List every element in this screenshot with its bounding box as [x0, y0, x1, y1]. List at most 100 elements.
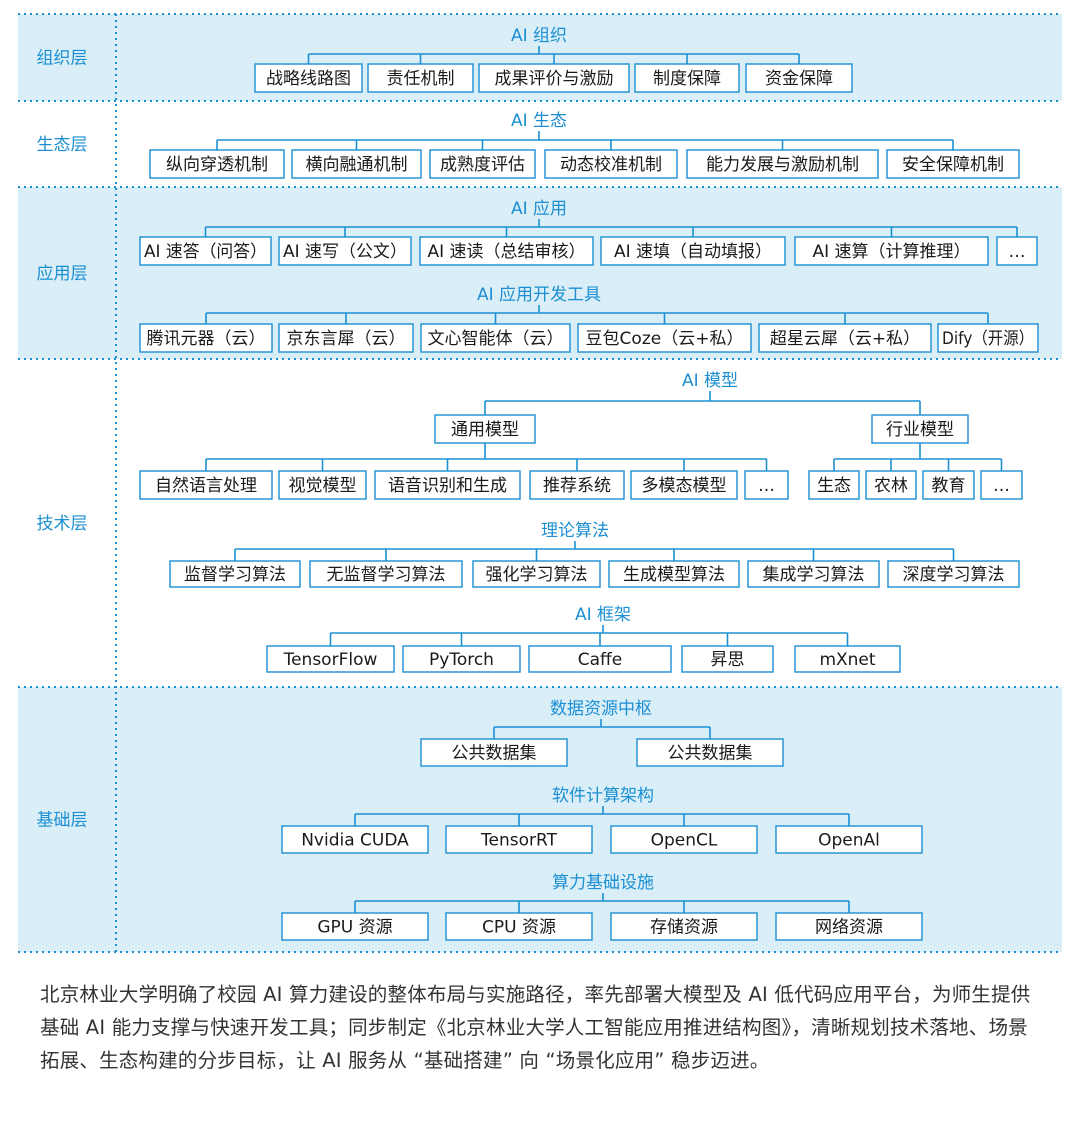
node-box — [434, 414, 536, 444]
node-label: AI 速读（总结审核） — [427, 242, 585, 262]
node-label: 纵向穿透机制 — [166, 155, 268, 175]
node-label: TensorRT — [480, 831, 558, 851]
node-box — [871, 414, 969, 444]
layer-structure-diagram: 战略线路图责任机制成果评价与激励制度保障资金保障纵向穿透机制横向融通机制成熟度评… — [18, 13, 1062, 953]
node-label: Dify（开源） — [942, 329, 1034, 349]
node-label: … — [1009, 242, 1026, 262]
node-label: AI 速答（问答） — [144, 242, 267, 262]
layer-label-org: 组织层 — [37, 49, 88, 69]
node-label: 超星云犀（云+私） — [770, 329, 920, 349]
node-label: 横向融通机制 — [306, 155, 408, 175]
node-label: 公共数据集 — [452, 744, 537, 764]
node-box — [139, 470, 273, 500]
group-title-g_hw: 算力基础设施 — [552, 873, 654, 893]
node-box — [278, 323, 414, 353]
node-box — [608, 560, 740, 588]
node-label: … — [993, 476, 1010, 496]
node-box — [794, 645, 901, 673]
node-box — [478, 63, 630, 93]
node-box — [922, 470, 975, 500]
node-label: 京东言犀（云） — [287, 329, 406, 349]
node-label: AI 速写（公文） — [283, 242, 407, 262]
node-label: 无监督学习算法 — [327, 565, 446, 585]
node-box — [775, 825, 923, 854]
node-label: 腾讯元器（云） — [147, 329, 266, 349]
node-box — [420, 323, 571, 353]
node-box — [610, 912, 758, 941]
node-label: OpenCL — [651, 831, 718, 851]
layer-label-base: 基础层 — [37, 811, 88, 831]
node-box — [775, 912, 923, 941]
node-label: AI 速算（计算推理） — [812, 242, 970, 262]
node-label: 深度学习算法 — [903, 565, 1005, 585]
node-box — [634, 63, 740, 93]
node-box — [139, 323, 273, 353]
node-box — [266, 645, 395, 673]
node-label: PyTorch — [429, 650, 494, 670]
node-box — [528, 645, 672, 673]
node-label: GPU 资源 — [317, 918, 392, 938]
group-title-g_app: AI 应用 — [511, 199, 567, 219]
group-title-g_org: AI 组织 — [511, 26, 567, 46]
node-box — [865, 470, 917, 500]
node-box — [374, 470, 521, 500]
node-label: mXnet — [819, 650, 875, 670]
node-box — [254, 63, 363, 93]
node-label: TensorFlow — [283, 650, 378, 670]
node-label: Caffe — [578, 650, 622, 670]
node-label: 语音识别和生成 — [388, 476, 507, 496]
node-label: AI 速填（自动填报） — [614, 242, 772, 262]
node-box — [529, 470, 625, 500]
node-box — [445, 912, 593, 941]
node-label: 生态 — [817, 476, 851, 496]
node-label: 推荐系统 — [543, 476, 611, 496]
node-box — [630, 470, 738, 500]
node-box — [794, 236, 989, 266]
node-box — [980, 470, 1023, 500]
node-label: … — [758, 476, 775, 496]
node-box — [686, 149, 879, 179]
node-label: 责任机制 — [387, 69, 455, 89]
node-box — [887, 560, 1020, 588]
node-box — [149, 149, 285, 179]
node-box — [636, 738, 784, 767]
node-box — [610, 825, 758, 854]
layer-label-tech: 技术层 — [37, 514, 88, 534]
layer-band-base — [18, 687, 1062, 952]
node-label: 战略线路图 — [266, 69, 351, 89]
node-label: 制度保障 — [653, 69, 721, 89]
node-box — [139, 236, 272, 266]
node-box — [886, 149, 1020, 179]
node-box — [281, 912, 429, 941]
node-box — [402, 645, 521, 673]
node-label: 成果评价与激励 — [495, 69, 614, 89]
node-box — [309, 560, 463, 588]
node-box — [681, 645, 774, 673]
node-label: 文心智能体（云） — [428, 329, 564, 349]
node-box — [600, 236, 786, 266]
node-label: 网络资源 — [815, 918, 883, 938]
node-box — [577, 323, 752, 353]
node-box — [278, 470, 367, 500]
node-label: 行业模型 — [886, 420, 954, 440]
layer-label-eco: 生态层 — [37, 135, 88, 155]
node-box — [278, 236, 412, 266]
node-box — [745, 63, 853, 93]
node-label: 强化学习算法 — [486, 565, 588, 585]
node-label: 教育 — [932, 476, 966, 496]
node-box — [420, 738, 568, 767]
caption-paragraph: 北京林业大学明确了校园 AI 算力建设的整体布局与实施路径，率先部署大模型及 A… — [40, 983, 1031, 1072]
node-box — [937, 323, 1039, 353]
node-label: 监督学习算法 — [184, 565, 286, 585]
group-title-g_sw: 软件计算架构 — [552, 786, 654, 806]
node-box — [445, 825, 593, 854]
node-box — [472, 560, 601, 588]
node-label: 资金保障 — [765, 69, 833, 89]
node-label: 存储资源 — [650, 918, 718, 938]
node-box — [367, 63, 474, 93]
node-box — [758, 323, 932, 353]
node-label: 能力发展与激励机制 — [706, 155, 859, 175]
layer-label-app: 应用层 — [37, 264, 88, 284]
node-label: 公共数据集 — [668, 744, 753, 764]
group-title-g_model: AI 模型 — [682, 371, 738, 391]
